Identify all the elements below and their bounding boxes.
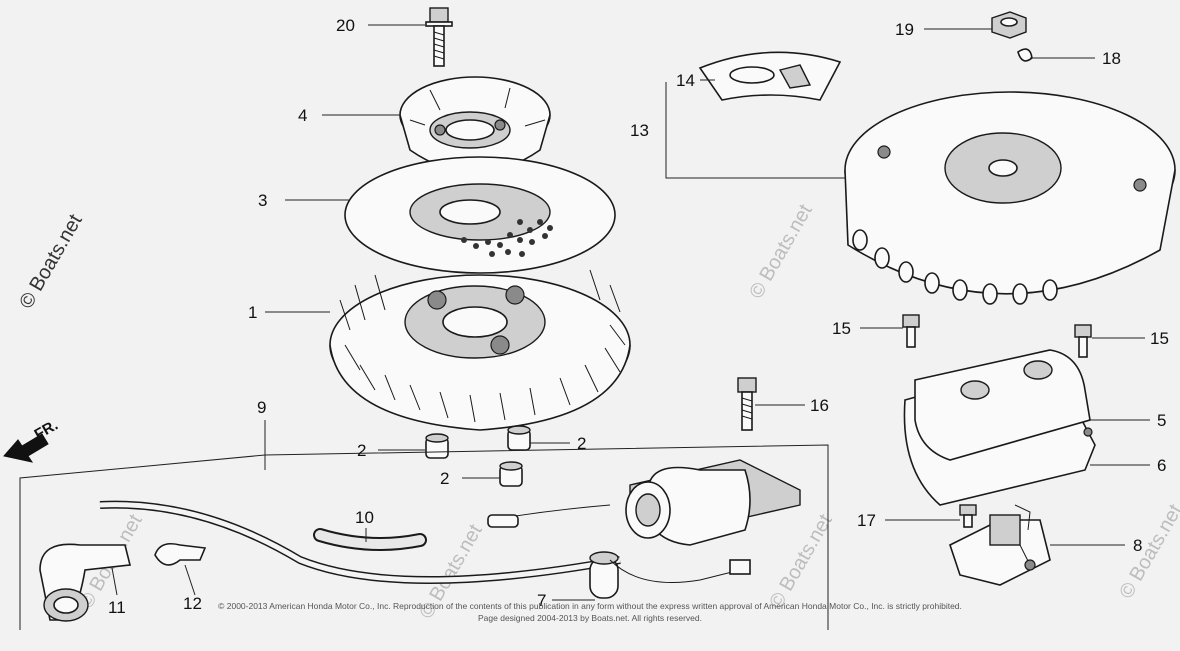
hub-bore (445, 119, 495, 141)
watermark-text: © Boats.net (765, 510, 837, 612)
callout-3: 3 (258, 191, 267, 210)
part-11-plug-cap (39, 543, 131, 622)
flywheel-bore (988, 159, 1018, 177)
high-tension-cable (99, 500, 621, 584)
callout-2: 2 (577, 434, 586, 453)
part-13-flywheel (844, 91, 1176, 305)
copyright-line-2: Page designed 2004-2013 by Boats.net. Al… (478, 613, 702, 623)
part-20-bolt (425, 7, 453, 67)
callouts: 20 4 3 1 2 2 2 9 10 11 12 7 13 14 19 18 … (108, 16, 1169, 617)
part-16-bolt (737, 377, 757, 431)
part-15-bolt (902, 314, 920, 348)
copyright-footer: © 2000-2013 American Honda Motor Co., In… (218, 601, 962, 623)
part-2-collars (425, 425, 531, 487)
callout-14: 14 (676, 71, 695, 90)
part-18-key (1017, 48, 1033, 62)
fan-skirt (329, 344, 631, 431)
fan-bore (442, 306, 508, 338)
part-15-bolt (1074, 324, 1092, 358)
callout-15: 15 (832, 319, 851, 338)
part-8-contact-breaker (949, 504, 1051, 586)
callout-20: 20 (336, 16, 355, 35)
callout-19: 19 (895, 20, 914, 39)
part-3-screen (344, 156, 616, 274)
callout-10: 10 (355, 508, 374, 527)
part-5-cover (914, 349, 1093, 461)
part-14-label (698, 51, 842, 101)
callout-2: 2 (357, 441, 366, 460)
brand-watermark: © Boats.net (15, 210, 87, 312)
callout-8: 8 (1133, 536, 1142, 555)
callout-17: 17 (857, 511, 876, 530)
flywheel-vents (852, 229, 1058, 305)
copyright-line-1: © 2000-2013 American Honda Motor Co., In… (218, 601, 962, 611)
part-19-nut (991, 11, 1027, 39)
callout-7: 7 (537, 591, 546, 610)
part-1-fan (329, 269, 631, 431)
callout-4: 4 (298, 106, 307, 125)
front-direction-arrow: FR. (3, 417, 61, 463)
watermark-text: © Boats.net (1115, 500, 1180, 602)
callout-9: 9 (257, 398, 266, 417)
callout-5: 5 (1157, 411, 1166, 430)
part-7-ignition-coil (487, 459, 801, 546)
callout-1: 1 (248, 303, 257, 322)
screen-holes (461, 219, 553, 257)
arrow-icon (3, 433, 49, 463)
leader-lines (111, 24, 1150, 601)
part-17-screw (959, 504, 977, 528)
screen-bore (439, 199, 501, 225)
bolt-head (429, 7, 449, 23)
part-7-condenser (589, 551, 751, 599)
callout-18: 18 (1102, 49, 1121, 68)
callout-16: 16 (810, 396, 829, 415)
callout-2: 2 (440, 469, 449, 488)
callout-15: 15 (1150, 329, 1169, 348)
part-4-hub (399, 76, 551, 174)
callout-6: 6 (1157, 456, 1166, 475)
callout-11: 11 (108, 598, 126, 617)
part-10-tube (313, 528, 427, 551)
callout-12: 12 (183, 594, 202, 613)
part-12-clip (154, 542, 207, 566)
callout-13: 13 (630, 121, 649, 140)
watermark-text: © Boats.net (745, 200, 817, 302)
fan-blades (339, 269, 626, 423)
